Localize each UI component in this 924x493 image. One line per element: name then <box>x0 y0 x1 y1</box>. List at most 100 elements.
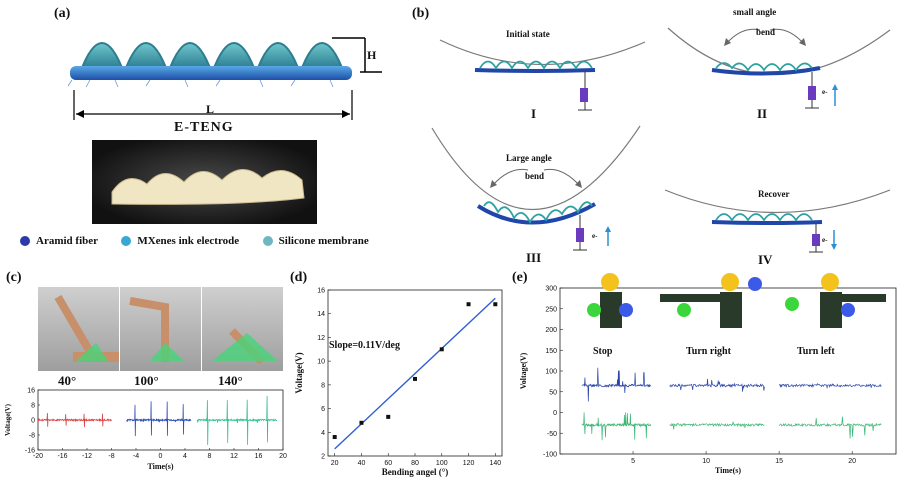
y-tick-label: -50 <box>547 431 557 438</box>
voltage-angle-chart: 20406080100120140246810121416Bending ang… <box>290 278 510 478</box>
data-point <box>333 435 337 439</box>
series-line-0-seg-0 <box>582 368 651 402</box>
panel-a-legend: Aramid fiber MXenes ink electrode Silico… <box>20 235 369 247</box>
y-tick-label: -8 <box>29 433 35 440</box>
arm-photo-40 <box>38 287 120 371</box>
x-tick-label: 20 <box>331 460 339 467</box>
data-point <box>467 302 471 306</box>
state-IV-device <box>712 214 837 252</box>
y-tick-label: 200 <box>545 327 557 334</box>
state-I-device <box>475 62 595 111</box>
y-tick-label: 10 <box>317 359 325 366</box>
series-line-2 <box>197 396 277 445</box>
x-tick-label: -4 <box>133 453 139 460</box>
figure-turn-left <box>785 273 886 328</box>
y-tick-label: 8 <box>31 403 35 410</box>
x-tick-label: 80 <box>411 460 419 467</box>
y-tick-label: 6 <box>321 406 325 413</box>
y-tick-label: 14 <box>317 311 325 318</box>
state-II-roman: II <box>757 106 767 122</box>
aramid-swatch-icon <box>20 236 30 246</box>
y-tick-label: 250 <box>545 306 557 313</box>
y-tick-label: 150 <box>545 348 557 355</box>
x-tick-label: 20 <box>279 453 287 460</box>
mechanism-diagram <box>420 0 924 270</box>
x-tick-label: 100 <box>436 460 448 467</box>
y-tick-label: 16 <box>27 388 35 395</box>
legend-item-silicone: Silicone membrane <box>263 235 369 247</box>
x-axis-label: Bending angel (°) <box>382 467 449 477</box>
state-IV-electron: e- <box>822 236 827 244</box>
state-II-device <box>712 29 838 108</box>
device-name: E-TENG <box>174 120 234 136</box>
x-tick-label: -16 <box>57 453 67 460</box>
state-III-roman: III <box>526 250 541 266</box>
y-tick-label: -100 <box>543 452 557 459</box>
x-tick-label: 0 <box>159 453 163 460</box>
y-tick-label: 300 <box>545 286 557 293</box>
state-IV-roman: IV <box>758 252 772 268</box>
x-tick-label: -12 <box>82 453 92 460</box>
x-tick-label: 12 <box>230 453 238 460</box>
x-tick-label: 140 <box>489 460 501 467</box>
state-I-roman: I <box>531 106 536 122</box>
x-tick-label: 20 <box>848 458 856 465</box>
x-tick-label: 5 <box>631 458 635 465</box>
x-axis-label: Time(s) <box>715 466 741 475</box>
figure-stop <box>587 273 633 328</box>
y-tick-label: -16 <box>25 448 35 455</box>
state-II-sub: bend <box>756 27 775 37</box>
data-point <box>440 347 444 351</box>
y-tick-label: 0 <box>553 410 557 417</box>
state-II-title: small angle <box>733 7 776 17</box>
y-tick-label: 0 <box>31 418 35 425</box>
x-tick-label: 40 <box>358 460 366 467</box>
fit-line <box>335 298 496 449</box>
series-line-0 <box>38 413 112 427</box>
x-tick-label: -8 <box>108 453 114 460</box>
arm-photos <box>38 287 283 371</box>
x-tick-label: 60 <box>384 460 392 467</box>
figure-turn-right <box>660 273 762 328</box>
series-line-1-seg-2 <box>779 417 881 439</box>
data-point <box>413 377 417 381</box>
x-tick-label: 8 <box>208 453 212 460</box>
data-point <box>359 421 363 425</box>
x-tick-label: 4 <box>183 453 187 460</box>
arm-photo-100 <box>120 287 202 371</box>
panel-c-label: (c) <box>6 270 22 286</box>
y-tick-label: 100 <box>545 369 557 376</box>
series-line-1 <box>127 401 191 436</box>
data-point <box>386 415 390 419</box>
y-axis-label: Voltage(V) <box>519 352 528 389</box>
state-II-electron: e- <box>822 88 827 96</box>
gesture-label-turn-left: Turn left <box>797 346 835 357</box>
x-tick-label: 16 <box>255 453 263 460</box>
series-line-1-seg-1 <box>670 422 765 430</box>
legend-item-aramid: Aramid fiber <box>20 235 98 247</box>
device-photo <box>92 140 317 224</box>
legend-item-mxenes: MXenes ink electrode <box>121 235 239 247</box>
voltage-chart-c: -20-16-12-8-40481216201680-8-16Time(s)Vo… <box>0 386 292 476</box>
y-tick-label: 12 <box>317 335 325 342</box>
x-tick-label: 15 <box>775 458 783 465</box>
series-line-0-seg-1 <box>670 379 765 392</box>
state-I-title: Initial state <box>506 29 550 39</box>
dim-h-label: H <box>367 48 376 63</box>
aramid-fabric <box>70 66 352 80</box>
dim-l-label: L <box>206 102 214 117</box>
state-III-title: Large angle <box>506 153 552 163</box>
mxenes-swatch-icon <box>121 236 131 246</box>
x-axis-label: Time(s) <box>147 462 173 471</box>
y-axis-label: Voltage(V) <box>4 403 12 436</box>
series-line-0-seg-2 <box>779 384 881 388</box>
y-tick-label: 2 <box>321 454 325 461</box>
x-tick-label: 10 <box>702 458 710 465</box>
state-III-sub: bend <box>525 171 544 181</box>
y-tick-label: 4 <box>321 430 325 437</box>
y-tick-label: 16 <box>317 288 325 295</box>
gesture-figures <box>580 268 900 338</box>
state-III-electron: e- <box>592 232 597 240</box>
data-point <box>493 302 497 306</box>
silicone-swatch-icon <box>263 236 273 246</box>
